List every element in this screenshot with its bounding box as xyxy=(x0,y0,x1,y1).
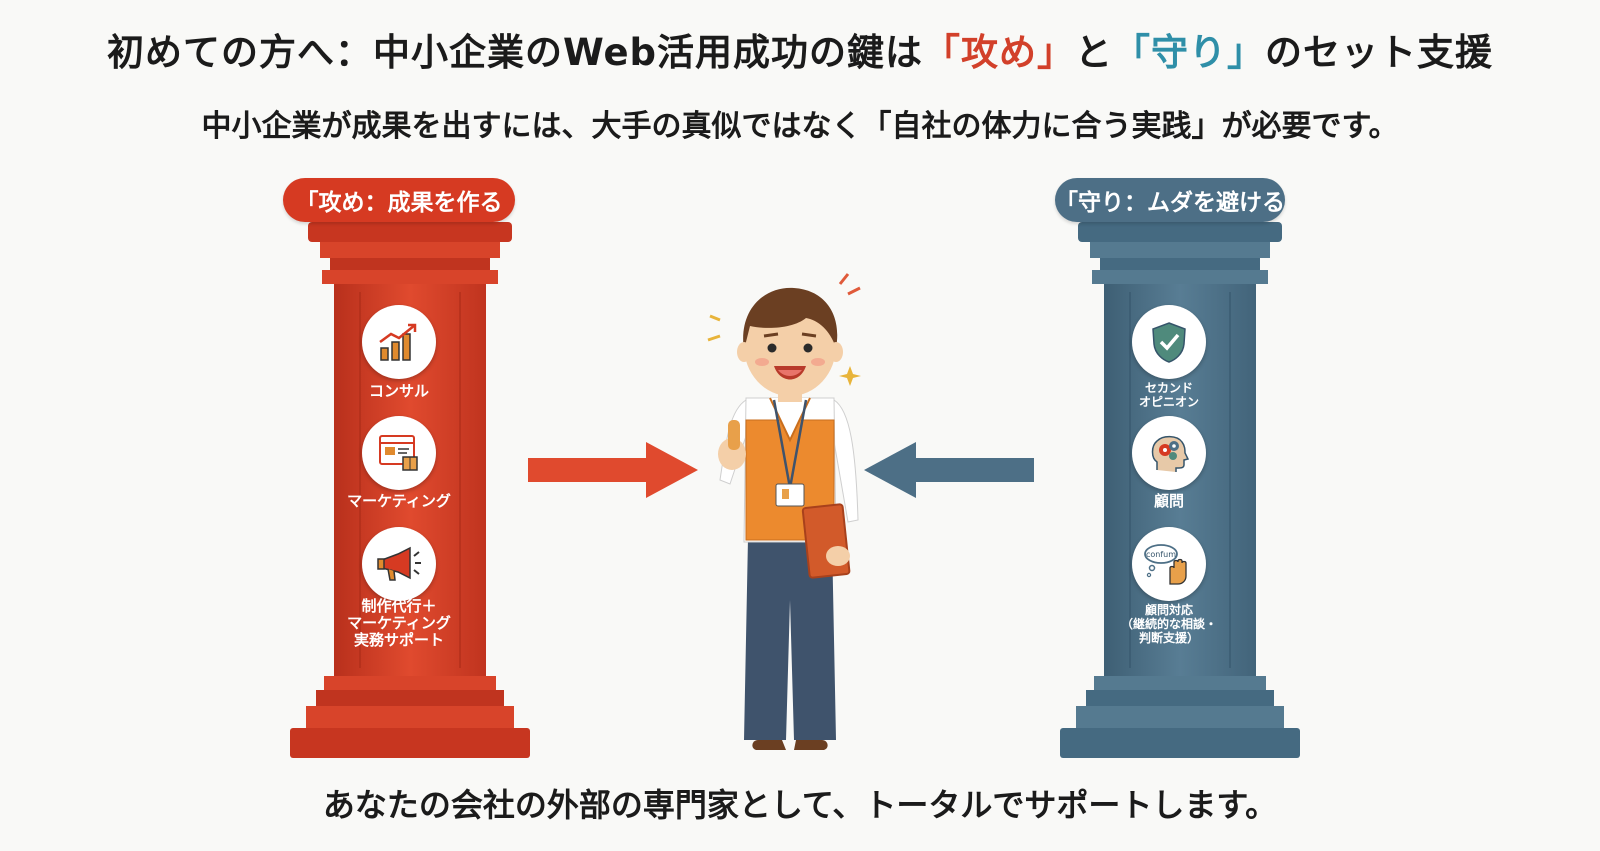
defense-item-1-label: セカンド オピニオン xyxy=(1138,381,1199,409)
megaphone-icon xyxy=(362,527,436,601)
attack-pillar xyxy=(290,222,530,758)
growth-chart-icon xyxy=(362,305,436,379)
page-subtitle: 中小企業が成果を出すには、大手の真似ではなく「自社の体力に合う実践」が必要です。 xyxy=(201,109,1399,144)
attack-item-3-label: 制作代行＋ マーケティング 実務サポート xyxy=(347,597,451,649)
confirm-hand-icon: confum xyxy=(1132,527,1206,601)
head-gears-icon xyxy=(1132,416,1206,490)
defense-item-2-label: 顧問 xyxy=(1153,492,1184,510)
attack-arrow xyxy=(528,442,698,498)
title-defense: 「守り」 xyxy=(1113,31,1266,74)
attack-pillar-label: 「攻め：成果を作る xyxy=(283,178,515,222)
attack-item-2-label: マーケティング xyxy=(347,492,451,510)
title-attack: 「攻め」 xyxy=(923,31,1076,74)
defense-item-3-label: 顧問対応 （継続的な相談・ 判断支援） xyxy=(1120,603,1217,645)
footer-message: あなたの会社の外部の専門家として、トータルでサポートします。 xyxy=(322,786,1278,824)
title-pre: 初めての方へ：中小企業のWeb活用成功の鍵は xyxy=(106,31,924,74)
defense-arrow xyxy=(864,442,1034,498)
page-title: 初めての方へ：中小企業のWeb活用成功の鍵は「攻め」と「守り」のセット支援 xyxy=(0,22,1600,76)
title-mid: と xyxy=(1075,31,1114,74)
consultant-figure xyxy=(707,273,861,750)
defense-pillar-label: 「守り：ムダを避ける xyxy=(1055,178,1285,222)
sparkle-icon xyxy=(707,273,861,386)
attack-item-1-label: コンサル xyxy=(368,382,429,400)
shield-check-icon xyxy=(1132,305,1206,379)
confirm-bubble-text: confum xyxy=(1146,550,1176,559)
web-box-icon xyxy=(362,416,436,490)
title-post: のセット支援 xyxy=(1265,31,1494,74)
